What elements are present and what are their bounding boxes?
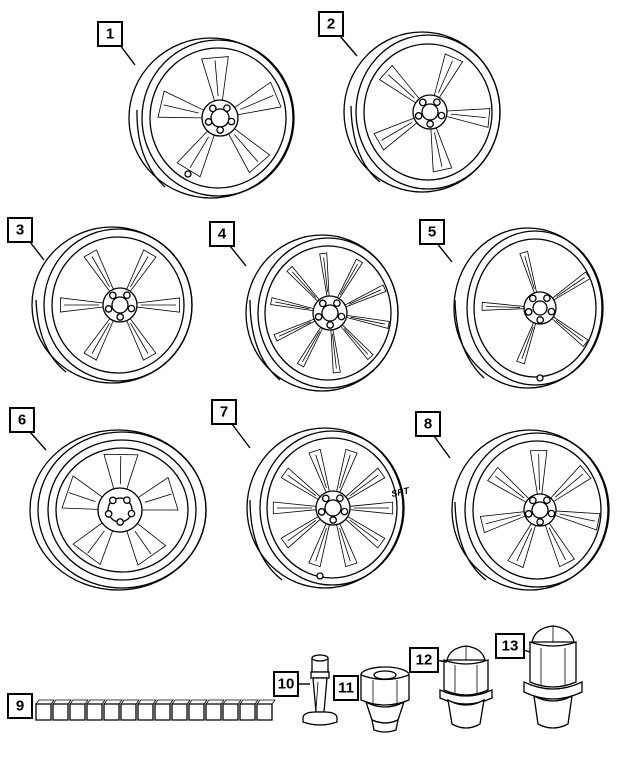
wheel-weight-segment — [154, 703, 171, 721]
wheel-weight-segment — [256, 703, 273, 721]
svg-text:13: 13 — [502, 638, 519, 655]
wheel-weight-segment — [222, 703, 239, 721]
callout-8: 8 — [415, 411, 451, 459]
svg-text:4: 4 — [218, 226, 227, 243]
lug-nut-capped[interactable] — [439, 645, 493, 729]
wheel-weight-segment — [137, 703, 154, 721]
callout-10: 10 — [273, 671, 310, 697]
svg-text:12: 12 — [416, 652, 433, 669]
lug-nut-open[interactable] — [360, 666, 410, 733]
callout-4: 4 — [209, 221, 247, 267]
wheel-4[interactable] — [245, 234, 399, 392]
callout-13: 13 — [495, 633, 531, 659]
wheel-weight-segment — [69, 703, 86, 721]
wheel-weight-segment — [239, 703, 256, 721]
wheel-weight-segment — [188, 703, 205, 721]
wheel-3[interactable] — [31, 226, 193, 384]
callout-3: 3 — [7, 217, 45, 261]
wheel-6[interactable] — [29, 429, 207, 591]
svg-text:6: 6 — [18, 412, 26, 429]
wheel-weight-segment — [35, 703, 52, 721]
wheel-weight-segment — [86, 703, 103, 721]
callout-12: 12 — [409, 647, 448, 673]
callout-1: 1 — [97, 21, 136, 66]
wheel-7[interactable]: SRT — [246, 427, 411, 589]
wheel-weight-segment — [52, 703, 69, 721]
valve-stem[interactable] — [302, 654, 338, 726]
callout-2: 2 — [318, 11, 358, 57]
wheel-5[interactable] — [453, 227, 604, 389]
wheel-srt-badge: SRT — [390, 485, 411, 499]
svg-text:7: 7 — [220, 404, 228, 421]
svg-text:8: 8 — [424, 416, 432, 433]
wheel-weight-strip[interactable] — [35, 699, 276, 721]
svg-text:11: 11 — [338, 680, 354, 697]
svg-text:5: 5 — [428, 224, 436, 241]
wheel-weight-segment — [120, 703, 137, 721]
callout-7: 7 — [211, 399, 251, 449]
callout-11: 11 — [333, 675, 359, 701]
lug-nut-tall-capped[interactable] — [523, 625, 583, 729]
wheel-weight-segment — [205, 703, 222, 721]
svg-text:1: 1 — [106, 26, 114, 43]
callout-6: 6 — [9, 407, 47, 451]
wheel-weight-segment — [171, 703, 188, 721]
svg-text:10: 10 — [278, 676, 295, 693]
svg-text:2: 2 — [327, 16, 335, 33]
wheel-2[interactable] — [343, 31, 501, 193]
callout-5: 5 — [419, 219, 453, 263]
wheel-1[interactable] — [128, 37, 295, 199]
svg-text:3: 3 — [16, 222, 24, 239]
wheel-weight-segment — [103, 703, 120, 721]
callout-9: 9 — [7, 693, 33, 719]
svg-text:9: 9 — [16, 698, 24, 715]
wheel-8[interactable] — [451, 429, 610, 591]
